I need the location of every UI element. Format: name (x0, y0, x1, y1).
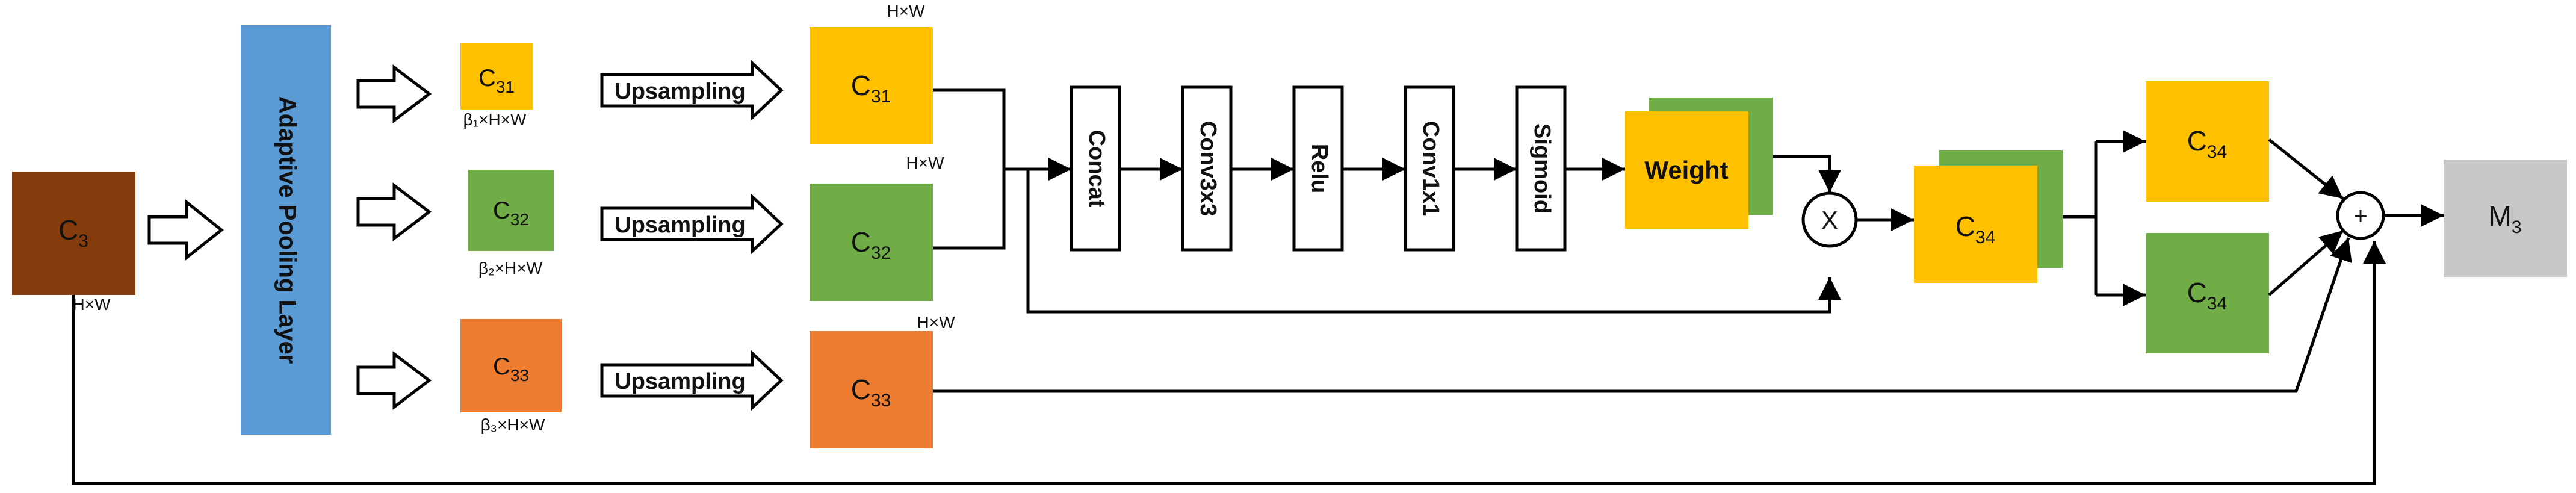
concat-label: Concat (1084, 130, 1109, 208)
upsampled-feature-c32-box (810, 184, 933, 301)
upsampling-arrow-3 (600, 350, 784, 411)
upsampled-feature-c31-label: C31 (851, 70, 891, 107)
split-connectors (2063, 130, 2146, 306)
hollow-arrow-pool-3 (356, 350, 432, 411)
upsampled-feature-c32-dims: H×W (906, 153, 945, 172)
sigmoid-label: Sigmoid (1529, 123, 1555, 214)
adaptive-pooling-layer-box (241, 25, 331, 435)
pooled-feature-c31-dims: β₁×H×W (463, 110, 527, 129)
upsampled-feature-c32-label: C32 (851, 226, 891, 263)
upsampled-feature-c31-box (810, 27, 933, 144)
conv3x3-label: Conv3x3 (1195, 121, 1221, 216)
weight-to-multiply-arrow (1773, 155, 1841, 193)
adaptive-pooling-layer-label: Adaptive Pooling Layer (274, 96, 300, 364)
weight-label: Weight (1644, 156, 1728, 184)
input-feature-label: C3 (58, 214, 88, 251)
output-feature-box (2444, 160, 2567, 277)
conv1x1-label: Conv1x1 (1418, 121, 1443, 216)
c34-branch-top-label: C34 (2187, 125, 2228, 162)
c34-stack-label: C34 (1955, 211, 1996, 247)
relu-label: Relu (1307, 144, 1332, 193)
c34-branch-bottom-box (2146, 233, 2269, 353)
upsampling-label-1: Upsampling (615, 79, 745, 104)
conv1x1-block (1404, 85, 1455, 252)
upsampling-arrow-2 (600, 193, 784, 255)
hollow-arrow-pool-1 (356, 64, 432, 124)
upsampling-label-2: Upsampling (615, 212, 745, 238)
pooled-feature-c33-dims: β₃×H×W (481, 415, 545, 434)
upsampled-feature-c31-dims: H×W (887, 2, 926, 20)
upsampled-feature-c33-box (810, 331, 933, 448)
c34-branch-top-box (2146, 81, 2269, 202)
multiply-symbol: X (1821, 206, 1838, 234)
c34-branch-bottom-label: C34 (2187, 277, 2228, 314)
upsampled-feature-c33-label: C33 (851, 374, 891, 411)
hollow-arrow-input (147, 199, 224, 261)
merge-connectors (933, 88, 1841, 314)
add-symbol: + (2353, 203, 2367, 229)
output-feature-label: M3 (2488, 200, 2521, 237)
concat-block (1070, 85, 1121, 252)
pooled-feature-c32-dims: β₂×H×W (478, 259, 543, 278)
pooled-feature-c33-box (460, 319, 562, 412)
relu-block (1292, 85, 1344, 252)
pooled-feature-c32-label: C32 (493, 197, 529, 229)
upsampling-arrow-1 (600, 60, 784, 121)
upsampling-label-3: Upsampling (615, 369, 745, 394)
input-dims-label: H×W (73, 295, 111, 314)
add-node-inputs (72, 138, 2386, 485)
pooled-feature-c31-box (460, 43, 533, 110)
pooled-feature-c33-label: C33 (493, 353, 529, 385)
hollow-arrow-pool-2 (356, 182, 432, 242)
pooled-feature-c32-box (468, 170, 554, 251)
input-feature-box (12, 172, 135, 295)
weight-box-front (1625, 111, 1748, 229)
upsampled-feature-c33-dims: H×W (917, 313, 956, 332)
pooled-feature-c31-label: C31 (478, 65, 515, 96)
c34-stack-front (1914, 166, 2037, 283)
